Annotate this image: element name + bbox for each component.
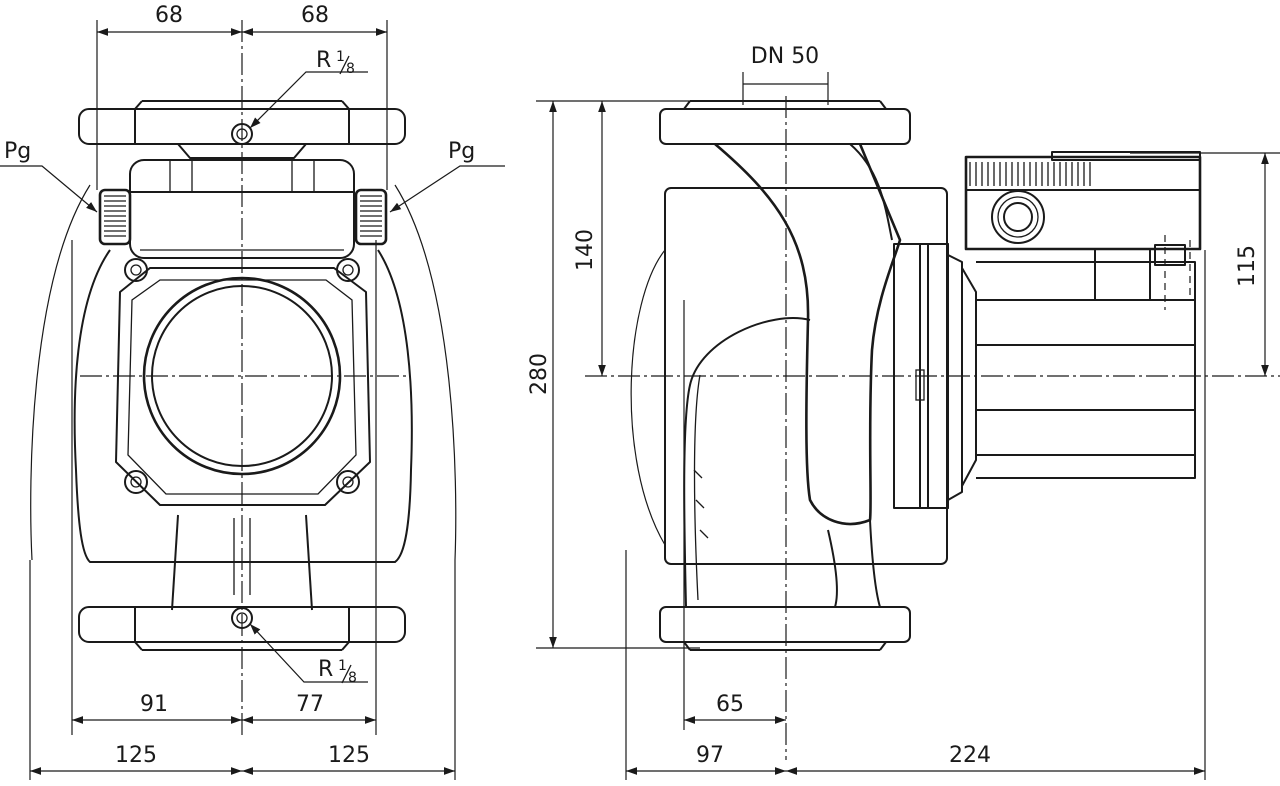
bottom-test-port bbox=[231, 607, 253, 629]
left-cable-gland bbox=[98, 188, 132, 246]
side-motor-body bbox=[976, 235, 1196, 479]
side-electronic-module bbox=[964, 151, 1202, 251]
side-motor-flange bbox=[893, 243, 977, 509]
top-port-fraction-bar bbox=[339, 55, 350, 75]
dim-inlet-offset: 65 bbox=[716, 692, 744, 717]
bottom-port-r-label: R bbox=[318, 657, 333, 682]
dim-inner-right: 77 bbox=[296, 692, 324, 717]
top-port-thread-numerator: 1 bbox=[336, 49, 345, 65]
dim-top-right: 68 bbox=[301, 3, 329, 28]
top-port-thread-denominator: 8 bbox=[346, 61, 355, 77]
leader-right-gland bbox=[389, 165, 505, 213]
leader-left-gland bbox=[0, 165, 98, 213]
front-pump-casing bbox=[73, 249, 413, 611]
right-cable-gland bbox=[354, 188, 388, 246]
dim-half-height: 140 bbox=[573, 229, 598, 271]
side-top-flange bbox=[659, 108, 911, 145]
front-left-envelope-arc bbox=[30, 184, 91, 561]
control-knob bbox=[991, 190, 1045, 244]
side-bottom-flange bbox=[659, 606, 911, 643]
side-envelope-arc bbox=[630, 249, 666, 546]
dim-right-depth: 224 bbox=[949, 743, 991, 768]
front-view: 68 68 R 1 8 Pg Pg R 1 8 91 77 125 125 bbox=[0, 3, 505, 780]
dim-outer-left: 125 bbox=[115, 743, 157, 768]
dim-overall-height: 280 bbox=[527, 353, 552, 395]
dim-left-depth: 97 bbox=[696, 743, 724, 768]
dim-box-height: 115 bbox=[1235, 245, 1260, 287]
nominal-diameter-label: DN 50 bbox=[751, 44, 819, 69]
top-test-port bbox=[231, 123, 253, 145]
front-top-flange bbox=[78, 100, 406, 159]
front-outlet-bore bbox=[142, 276, 342, 476]
bolt-bottom-right bbox=[336, 470, 360, 494]
top-port-r-label: R bbox=[316, 48, 331, 73]
front-bottom-flange bbox=[78, 606, 406, 651]
side-volute-channel bbox=[714, 143, 902, 526]
dim-outer-right: 125 bbox=[328, 743, 370, 768]
bottom-port-fraction-bar bbox=[341, 664, 352, 684]
right-gland-label: Pg bbox=[448, 139, 475, 164]
bolt-top-right bbox=[336, 258, 360, 282]
bolt-bottom-left bbox=[124, 470, 148, 494]
bolt-top-left bbox=[124, 258, 148, 282]
bottom-port-thread-denominator: 8 bbox=[348, 670, 357, 686]
left-gland-label: Pg bbox=[4, 139, 31, 164]
side-view: DN 50 280 140 115 65 97 224 bbox=[527, 44, 1280, 780]
bottom-port-thread-numerator: 1 bbox=[338, 658, 347, 674]
leader-top-port bbox=[249, 71, 368, 129]
front-terminal-head bbox=[129, 159, 355, 259]
front-right-envelope-arc bbox=[394, 184, 457, 561]
dim-top-left: 68 bbox=[155, 3, 183, 28]
leader-bottom-port bbox=[249, 623, 368, 683]
dim-inner-left: 91 bbox=[140, 692, 168, 717]
